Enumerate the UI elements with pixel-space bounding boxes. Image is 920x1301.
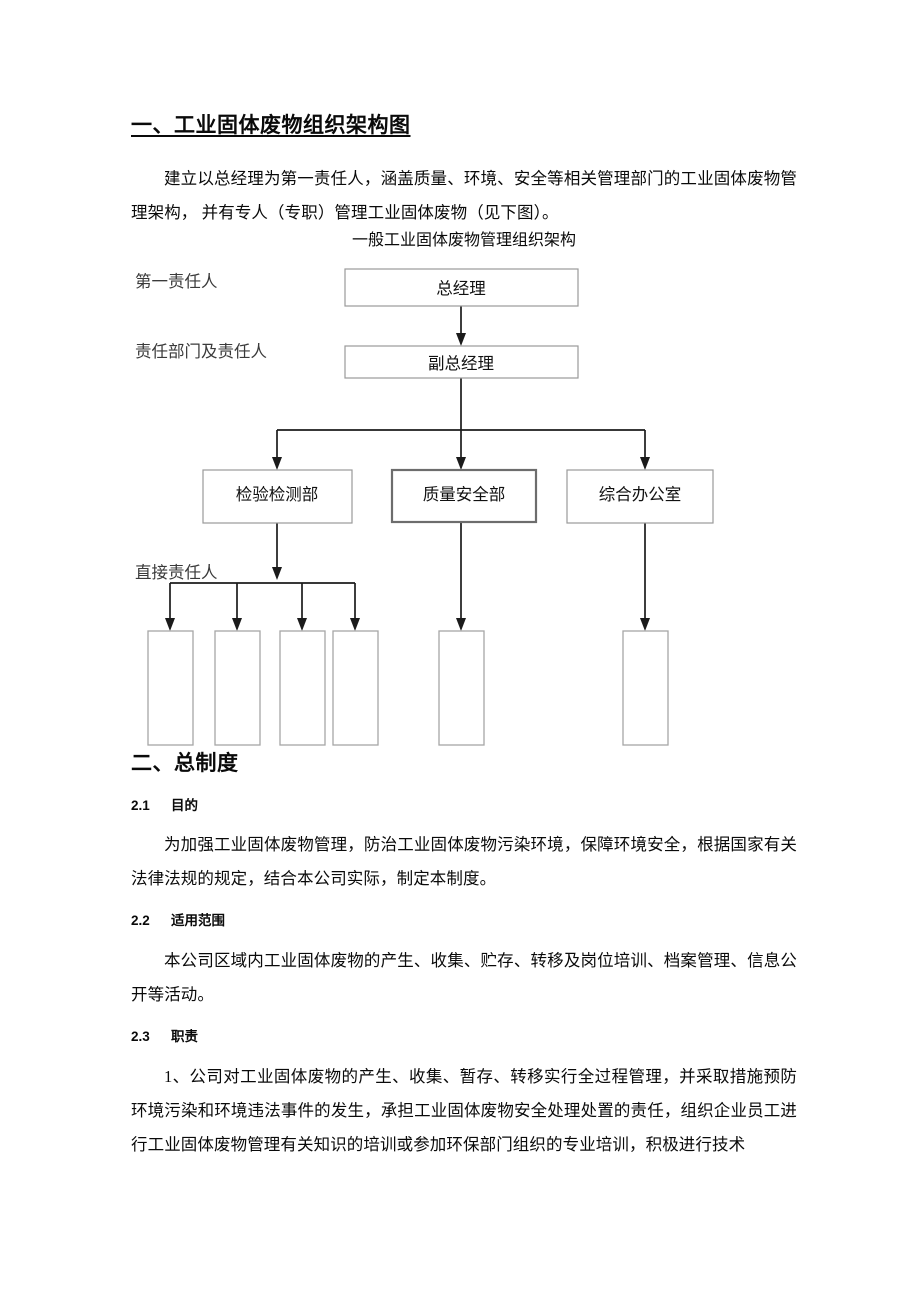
connector-quality-safety-to-leaf <box>456 523 466 631</box>
subsection-2-3-body-wrap: 1、公司对工业固体废物的产生、收集、暂存、转移实行全过程管理，并采取措施预防环境… <box>131 1060 797 1162</box>
section-2-heading: 二、总制度 <box>131 752 239 775</box>
section-1-paragraph-wrap: 建立以总经理为第一责任人，涵盖质量、环境、安全等相关管理部门的工业固体废物管理架… <box>131 162 797 230</box>
connector-deputy-to-departments <box>272 378 650 470</box>
subsection-2-1-body: 为加强工业固体废物管理，防治工业固体废物污染环境，保障环境安全，根据国家有关法律… <box>131 835 797 888</box>
org-leaf-node-2[interactable] <box>214 630 261 746</box>
connector-gm-to-deputy <box>456 306 466 346</box>
subsection-2-2-heading: 2.2 适用范围 <box>131 913 797 929</box>
subsection-2-3-number: 2.3 <box>131 1029 150 1044</box>
org-node-general-office-label: 综合办公室 <box>599 485 682 504</box>
subsection-2-1-title: 目的 <box>171 798 198 813</box>
org-node-general-manager-label: 总经理 <box>436 279 486 298</box>
subsection-2-1-heading-wrap: 2.1 目的 <box>131 798 797 814</box>
org-node-general-office[interactable]: 综合办公室 <box>566 469 714 524</box>
subsection-2-2-body: 本公司区域内工业固体废物的产生、收集、贮存、转移及岗位培训、档案管理、信息公开等… <box>131 951 797 1004</box>
org-leaf-node-5[interactable] <box>438 630 485 746</box>
diagram-caption: 一般工业固体废物管理组织架构 <box>351 232 576 249</box>
org-node-inspection-dept-label: 检验检测部 <box>236 485 319 504</box>
subsection-2-2-title: 适用范围 <box>171 913 225 928</box>
section-1-heading-wrap: 一、工业固体废物组织架构图 <box>131 113 797 138</box>
diagram-caption-wrap: 一般工业固体废物管理组织架构 <box>131 231 797 250</box>
org-node-deputy-general-manager-label: 副总经理 <box>428 354 494 373</box>
subsection-2-3-heading-wrap: 2.3 职责 <box>131 1029 797 1045</box>
subsection-2-2-number: 2.2 <box>131 913 150 928</box>
subsection-2-3-body: 1、公司对工业固体废物的产生、收集、暂存、转移实行全过程管理，并采取措施预防环境… <box>131 1067 797 1154</box>
subsection-2-2-body-wrap: 本公司区域内工业固体废物的产生、收集、贮存、转移及岗位培训、档案管理、信息公开等… <box>131 944 797 1012</box>
connector-general-office-to-leaf <box>640 523 650 631</box>
org-node-quality-safety-dept[interactable]: 质量安全部 <box>390 468 538 524</box>
section-1-paragraph: 建立以总经理为第一责任人，涵盖质量、环境、安全等相关管理部门的工业固体废物管理架… <box>131 169 797 222</box>
org-node-deputy-general-manager[interactable]: 副总经理 <box>344 345 579 379</box>
org-leaf-node-1[interactable] <box>147 630 194 746</box>
org-row-label-responsible-depts: 责任部门及责任人 <box>135 342 267 361</box>
subsection-2-1-heading: 2.1 目的 <box>131 798 797 814</box>
section-1-heading: 一、工业固体废物组织架构图 <box>131 114 411 137</box>
org-row-label-direct-responsible: 直接责任人 <box>135 563 218 582</box>
connector-inspection-to-leaves <box>165 523 360 631</box>
subsection-2-1-body-wrap: 为加强工业固体废物管理，防治工业固体废物污染环境，保障环境安全，根据国家有关法律… <box>131 828 797 896</box>
org-leaf-node-3[interactable] <box>279 630 326 746</box>
subsection-2-1-number: 2.1 <box>131 798 150 813</box>
org-node-general-manager[interactable]: 总经理 <box>344 268 579 307</box>
org-row-label-first-responsible: 第一责任人 <box>135 272 218 291</box>
subsection-2-3-title: 职责 <box>171 1029 198 1044</box>
subsection-2-3-heading: 2.3 职责 <box>131 1029 797 1045</box>
subsection-2-2-heading-wrap: 2.2 适用范围 <box>131 913 797 929</box>
section-2-heading-wrap: 二、总制度 <box>131 751 797 776</box>
org-leaf-node-6[interactable] <box>622 630 669 746</box>
org-leaf-node-4[interactable] <box>332 630 379 746</box>
org-node-inspection-dept[interactable]: 检验检测部 <box>202 469 353 524</box>
org-node-quality-safety-dept-label: 质量安全部 <box>423 485 506 504</box>
